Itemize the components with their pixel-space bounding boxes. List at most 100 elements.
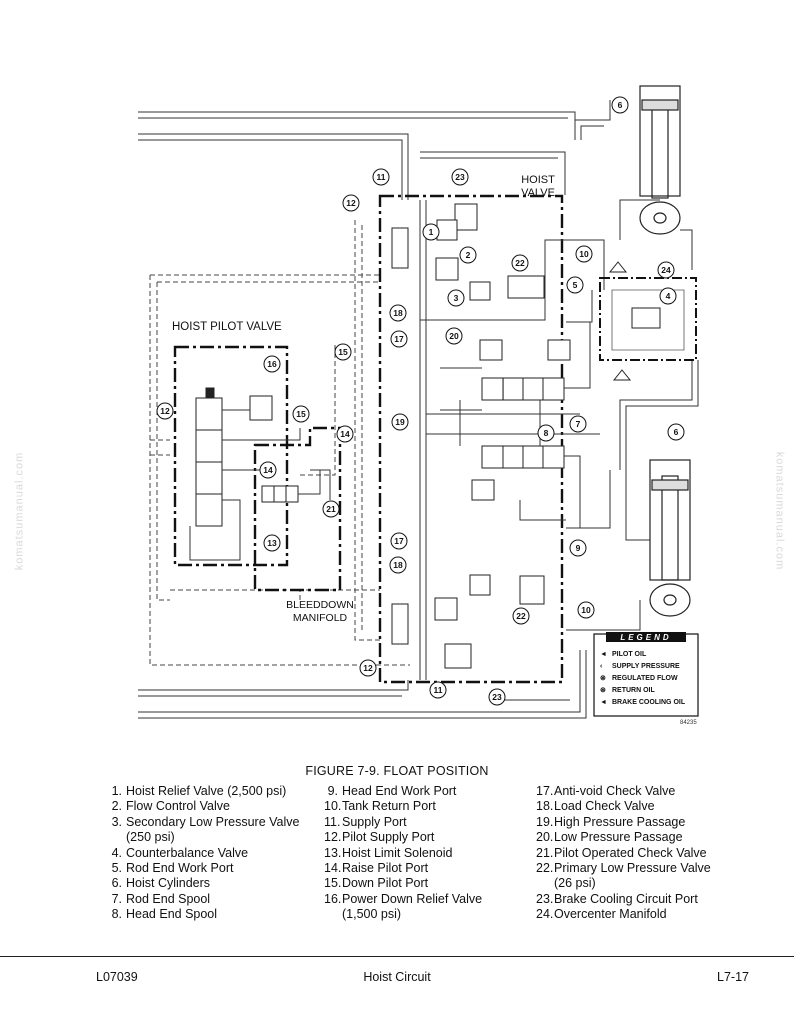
hoist-valve-label-1: HOIST	[521, 174, 555, 186]
part-16: 16.Power Down Relief Valve	[324, 891, 483, 906]
svg-text:18: 18	[393, 560, 403, 570]
svg-text:1: 1	[429, 227, 434, 237]
callout-14-right: 14	[336, 425, 354, 443]
watermark-right: komatsumanual.com	[773, 451, 786, 571]
callout-12-bottom: 12	[359, 659, 377, 677]
svg-text:23: 23	[492, 692, 502, 702]
svg-text:21: 21	[326, 504, 336, 514]
svg-text:6: 6	[674, 427, 679, 437]
part-3-cont: (250 psi)	[126, 830, 175, 845]
bleeddown-label-2: MANIFOLD	[293, 612, 348, 624]
svg-text:22: 22	[515, 258, 525, 268]
svg-text:9: 9	[576, 543, 581, 553]
part-22-cont: (26 psi)	[554, 876, 596, 891]
svg-text:16: 16	[267, 359, 277, 369]
part-11: 11.Supply Port	[324, 814, 407, 829]
hoist-pilot-valve-label: HOIST PILOT VALVE	[172, 321, 282, 333]
footer-doc-number: L07039	[96, 970, 138, 984]
part-14: 14.Raise Pilot Port	[324, 861, 429, 876]
svg-text:12: 12	[363, 663, 373, 673]
callout-10-top: 10	[575, 245, 593, 263]
svg-text:23: 23	[455, 172, 465, 182]
legend: LEGEND ◄ PILOT OIL ‹ SUPPLY PRESSURE ⊗ R…	[593, 632, 699, 717]
svg-text:11: 11	[377, 172, 386, 182]
part-13: 13.Hoist Limit Solenoid	[324, 845, 453, 860]
callout-13: 13	[263, 534, 281, 552]
image-number: 84235	[680, 720, 697, 726]
svg-text:17: 17	[394, 334, 404, 344]
callout-14-left: 14	[259, 461, 277, 479]
svg-text:12: 12	[346, 198, 356, 208]
part-12: 12.Pilot Supply Port	[324, 830, 435, 845]
part-21: 21.Pilot Operated Check Valve	[536, 845, 707, 860]
part-8: 8.Head End Spool	[111, 907, 218, 922]
callout-23-bottom: 23	[488, 688, 506, 706]
part-9: 9.Head End Work Port	[327, 784, 457, 798]
hydraulic-schematic: HOIST VALVE HOIST PILOT VALVE BLEEDDOWN …	[138, 85, 699, 726]
svg-text:10: 10	[581, 605, 591, 615]
callout-5: 5	[566, 276, 584, 294]
part-17: 17.Anti-void Check Valve	[536, 784, 676, 798]
svg-text:17: 17	[394, 536, 404, 546]
part-4: 4.Counterbalance Valve	[111, 845, 249, 860]
svg-text:8: 8	[544, 428, 549, 438]
legend-symbol-3: ⊗	[600, 675, 606, 682]
svg-text:5: 5	[573, 280, 578, 290]
legend-title: LEGEND	[620, 633, 671, 642]
legend-symbol-4: ⊛	[600, 687, 606, 694]
power-down-relief-valve	[249, 395, 273, 421]
svg-text:15: 15	[338, 347, 348, 357]
top-line-3	[138, 133, 409, 200]
part-22: 22.Primary Low Pressure Valve	[536, 861, 711, 876]
callout-1: 1	[422, 223, 440, 241]
part-6: 6.Hoist Cylinders	[111, 876, 211, 891]
callout-19: 19	[391, 413, 409, 431]
bottom-line-1	[138, 680, 409, 691]
callout-12-top: 12	[342, 194, 360, 212]
callout-8: 8	[537, 424, 555, 442]
footer-rule	[0, 956, 794, 957]
callout-24: 24	[657, 261, 675, 279]
svg-text:2: 2	[466, 250, 471, 260]
primary-low-pressure-valve-top	[507, 275, 545, 299]
parts-list-col3: 17.Anti-void Check Valve 18.Load Check V…	[536, 784, 711, 923]
legend-label-4: RETURN OIL	[612, 687, 656, 694]
svg-text:12: 12	[160, 406, 170, 416]
svg-text:18: 18	[393, 308, 403, 318]
top-line-4	[138, 139, 403, 200]
callout-16: 16	[263, 355, 281, 373]
svg-text:15: 15	[296, 409, 306, 419]
svg-text:19: 19	[395, 417, 405, 427]
part-3: 3.Secondary Low Pressure Valve	[111, 814, 300, 829]
part-18: 18.Load Check Valve	[536, 799, 655, 814]
part-23: 23.Brake Cooling Circuit Port	[536, 891, 698, 906]
hoist-valve-outline	[378, 194, 564, 684]
legend-label-1: PILOT OIL	[612, 651, 647, 658]
callout-18-bottom: 18	[389, 556, 407, 574]
svg-text:10: 10	[579, 249, 589, 259]
watermark-left: komatsumanual.com	[13, 451, 26, 571]
svg-text:22: 22	[516, 611, 526, 621]
overcenter-manifold	[599, 277, 697, 361]
callout-15-left: 15	[292, 405, 310, 423]
legend-symbol-1: ◄	[600, 651, 607, 658]
callout-7: 7	[569, 415, 587, 433]
part-16-cont: (1,500 psi)	[342, 907, 402, 922]
hoist-limit-solenoid	[261, 485, 299, 503]
legend-label-3: REGULATED FLOW	[612, 675, 678, 682]
parts-list-col2: 9.Head End Work Port 10.Tank Return Port…	[324, 784, 482, 923]
callout-22-bottom: 22	[512, 607, 530, 625]
part-1: 1.Hoist Relief Valve (2,500 psi)	[111, 784, 287, 798]
part-2: 2.Flow Control Valve	[111, 799, 230, 814]
callout-20: 20	[445, 327, 463, 345]
primary-low-pressure-valve-bottom	[519, 575, 545, 605]
callout-11-bottom: 11	[429, 681, 447, 699]
footer-page-number: L7-17	[717, 970, 749, 984]
hoist-pilot-valve-outline	[173, 345, 289, 567]
callout-17-bottom: 17	[390, 532, 408, 550]
callout-10-bottom: 10	[577, 601, 595, 619]
legend-symbol-2: ‹	[600, 663, 603, 670]
svg-text:24: 24	[661, 265, 671, 275]
svg-text:14: 14	[263, 465, 273, 475]
callout-23-top: 23	[451, 168, 469, 186]
